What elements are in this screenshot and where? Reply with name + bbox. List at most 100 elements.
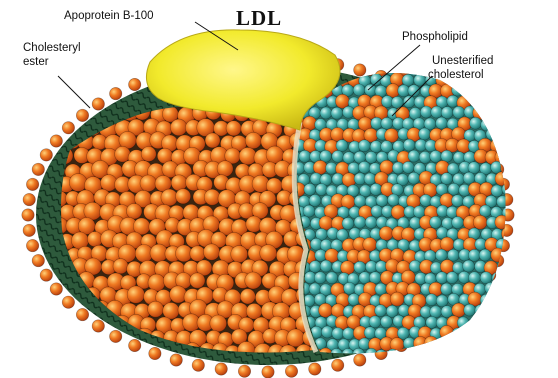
cholesteryl-ester-bead	[100, 343, 116, 359]
phospholipid-head-bead	[238, 365, 250, 377]
cholesterol-bead	[496, 85, 510, 99]
phospholipid-head-bead	[441, 173, 453, 185]
phospholipid-head-bead	[469, 338, 481, 350]
phospholipid-head-bead	[403, 51, 415, 63]
phospholipid-head-bead	[436, 295, 448, 307]
phospholipid-head-bead	[354, 216, 366, 228]
phospholipid-head-bead	[320, 107, 332, 119]
phospholipid-head-bead	[332, 359, 344, 371]
cholesteryl-ester-bead	[85, 343, 101, 359]
cholesterol-bead	[440, 325, 454, 339]
phospholipid-head-bead	[479, 317, 491, 329]
label-apoprotein-b100: Apoprotein B-100	[64, 10, 154, 23]
phospholipid-head-bead	[463, 350, 475, 362]
cholesteryl-ester-bead	[58, 345, 74, 361]
phospholipid-head-bead	[92, 320, 104, 332]
phospholipid-head-bead	[365, 84, 377, 96]
phospholipid-head-bead	[364, 327, 376, 339]
phospholipid-head-bead	[480, 294, 492, 306]
phospholipid-head-bead	[426, 294, 438, 306]
cholesterol-bead	[363, 238, 377, 252]
phospholipid-head-bead	[452, 328, 464, 340]
cholesterol-bead	[413, 336, 427, 350]
phospholipid-head-bead	[501, 75, 513, 87]
cholesteryl-ester-bead	[74, 346, 89, 361]
phospholipid-head-bead	[452, 195, 464, 207]
phospholipid-head-bead	[492, 317, 504, 329]
phospholipid-head-bead	[507, 327, 519, 339]
phospholipid-head-bead	[309, 363, 321, 375]
phospholipid-head-bead	[463, 260, 475, 272]
cholesteryl-ester-bead	[163, 303, 180, 320]
phospholipid-head-bead	[402, 161, 414, 173]
phospholipid-head-bead	[314, 272, 326, 284]
phospholipid-head-bead	[435, 249, 447, 261]
phospholipid-head-bead	[502, 52, 514, 64]
phospholipid-head-bead	[436, 338, 448, 350]
cholesterol-bead	[390, 292, 404, 306]
cholesteryl-ester-bead	[113, 259, 128, 274]
phospholipid-head-bead	[491, 75, 503, 87]
phospholipid-head-bead	[331, 107, 343, 119]
phospholipid-head-bead	[22, 209, 34, 221]
phospholipid-head-bead	[486, 328, 498, 340]
phospholipid-head-bead	[431, 106, 443, 118]
phospholipid-head-bead	[453, 106, 465, 118]
phospholipid-head-bead	[485, 282, 497, 294]
phospholipid-head-bead	[343, 152, 355, 164]
phospholipid-head-bead	[408, 150, 420, 162]
cholesteryl-ester-bead	[287, 329, 305, 347]
phospholipid-head-bead	[376, 195, 388, 207]
cholesterol-bead	[496, 348, 510, 362]
phospholipid-head-bead	[371, 205, 383, 217]
cholesteryl-ester-bead	[60, 92, 76, 108]
phospholipid-head-bead	[441, 107, 453, 119]
cholesterol-bead	[500, 315, 514, 329]
phospholipid-head-bead	[491, 185, 503, 197]
phospholipid-head-bead	[365, 216, 377, 228]
phospholipid-head-bead	[316, 184, 328, 196]
phospholipid-head-bead	[110, 330, 122, 342]
phospholipid-head-bead	[452, 217, 464, 229]
phospholipid-head-bead	[149, 347, 161, 359]
phospholipid-head-bead	[344, 282, 356, 294]
phospholipid-head-bead	[479, 249, 491, 261]
phospholipid-head-bead	[463, 327, 475, 339]
cholesterol-bead	[506, 303, 520, 317]
phospholipid-head-bead	[430, 150, 442, 162]
phospholipid-head-bead	[497, 306, 509, 318]
phospholipid-head-bead	[419, 128, 431, 140]
phospholipid-head-bead	[309, 195, 321, 207]
phospholipid-head-bead	[408, 172, 420, 184]
phospholipid-head-bead	[32, 163, 44, 175]
phospholipid-head-bead	[92, 98, 104, 110]
cholesteryl-ester-bead	[203, 244, 219, 260]
cholesterol-bead	[379, 226, 393, 240]
cholesteryl-ester-bead	[170, 119, 187, 136]
cholesterol-bead	[313, 160, 327, 174]
phospholipid-head-bead	[463, 85, 475, 97]
cholesteryl-ester-bead	[171, 175, 187, 191]
phospholipid-head-bead	[364, 173, 376, 185]
phospholipid-head-bead	[303, 205, 315, 217]
phospholipid-head-bead	[508, 283, 520, 295]
phospholipid-head-bead	[480, 95, 492, 107]
cholesteryl-ester-bead	[205, 133, 220, 148]
phospholipid-head-bead	[441, 283, 453, 295]
phospholipid-head-bead	[375, 305, 387, 317]
phospholipid-head-bead	[452, 349, 464, 361]
phospholipid-head-bead	[408, 349, 420, 361]
phospholipid-head-bead	[326, 272, 338, 284]
phospholipid-head-bead	[192, 359, 204, 371]
cholesterol-bead	[506, 349, 520, 363]
phospholipid-head-bead	[343, 328, 355, 340]
cholesterol-bead	[347, 50, 361, 64]
phospholipid-head-bead	[32, 254, 44, 266]
phospholipid-head-bead	[485, 304, 497, 316]
phospholipid-head-bead	[309, 261, 321, 273]
cholesteryl-ester-bead	[127, 286, 144, 303]
phospholipid-head-bead	[491, 96, 503, 108]
phospholipid-head-bead	[496, 327, 508, 339]
cholesteryl-ester-bead	[161, 189, 178, 206]
cholesteryl-ester-bead	[217, 161, 233, 177]
